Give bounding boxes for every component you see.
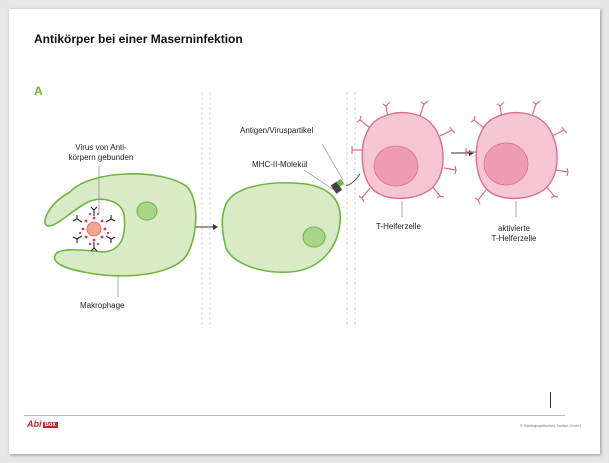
activated-label-line2: T-Helferzelle: [491, 234, 537, 243]
macrophage-nucleus: [136, 201, 158, 221]
macrophage-label: Makrophage: [80, 301, 125, 310]
copyright-text: © Bibliographisches Institut GmbH: [520, 423, 581, 428]
mhc-pointer: [303, 169, 335, 191]
antigen-pointer: [321, 143, 344, 181]
virus-label-line1: Virus von Anti-: [75, 143, 127, 152]
slide-title: Antikörper bei einer Maserninfektion: [34, 32, 243, 46]
panel-label: A: [34, 84, 43, 98]
presenting-macrophage-cell: [221, 182, 341, 273]
activated-t-helper-nucleus: [483, 142, 529, 186]
page-marker: [550, 392, 551, 408]
virus-label: Virus von Anti- körpern gebunden: [66, 143, 136, 163]
logo-text: Abi: [27, 419, 42, 429]
macrophage-cell: [44, 173, 197, 277]
binding-arrow: [345, 173, 361, 187]
activated-label-line1: aktivierte: [497, 224, 530, 233]
virus-particle: [86, 221, 102, 237]
virus-spikes: [78, 212, 110, 246]
activated-t-helper-label: aktivierte T-Helferzelle: [482, 224, 546, 244]
t-helper-label: T-Helferzelle: [376, 222, 421, 231]
separator-lines: [201, 92, 356, 328]
antibody-ring: [72, 206, 116, 252]
arrow-right-icon-2: [451, 150, 474, 156]
mhc-antigen-complex: [330, 178, 345, 194]
mhc-label: MHC-II-Molekül: [252, 160, 308, 169]
presenting-macrophage-nucleus: [302, 226, 326, 248]
t-helper-nucleus: [373, 145, 419, 187]
footer-divider: [24, 415, 565, 416]
antigen-label: Antigen/Viruspartikel: [240, 126, 314, 135]
arrow-right-icon: [196, 224, 218, 230]
virus-label-line2: körpern gebunden: [68, 153, 134, 162]
logo-box: Box: [42, 422, 58, 428]
